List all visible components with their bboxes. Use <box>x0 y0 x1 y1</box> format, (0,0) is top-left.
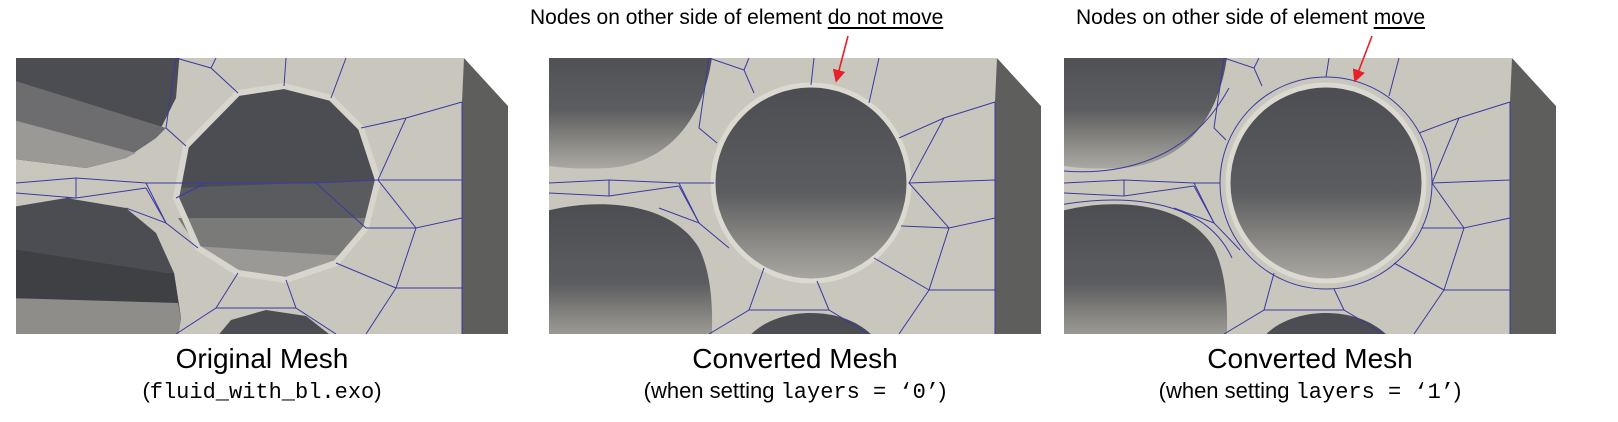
converted-mesh-layers0-render <box>549 58 1041 334</box>
annotation-nodes-do-not-move: Nodes on other side of element do not mo… <box>530 6 943 30</box>
hole-center <box>710 82 912 284</box>
caption-code: layers = ‘0’ <box>780 380 940 405</box>
original-mesh-panel <box>16 58 508 334</box>
converted-mesh-layers1-render <box>1064 58 1556 334</box>
annotation-emphasis: do not move <box>827 6 944 29</box>
annotation-emphasis: move <box>1373 6 1426 29</box>
converted-mesh-layers0-panel <box>549 58 1041 334</box>
hole-bottom-left <box>1064 204 1228 334</box>
annotation-nodes-move: Nodes on other side of element move <box>1076 6 1425 30</box>
caption-original-mesh: Original Mesh (fluid_with_bl.exo) <box>16 342 508 408</box>
hole-top-left <box>1064 58 1229 169</box>
caption-code: layers = ‘1’ <box>1295 380 1455 405</box>
converted-mesh-layers1-panel <box>1064 58 1556 334</box>
caption-code: fluid_with_bl.exo <box>149 380 375 405</box>
hole-bottom-center <box>1259 313 1394 334</box>
mesh-edges <box>16 58 463 334</box>
caption-title: Converted Mesh <box>1207 343 1413 374</box>
annotation-prefix: Nodes on other side of element <box>530 6 828 29</box>
side-face <box>462 58 508 334</box>
hole-top-left <box>549 58 714 169</box>
side-face <box>995 58 1041 334</box>
side-face <box>1510 58 1556 334</box>
caption-title: Converted Mesh <box>692 343 898 374</box>
annotation-prefix: Nodes on other side of element <box>1076 6 1374 29</box>
original-mesh-render <box>16 58 508 334</box>
hole-bottom-center <box>744 313 879 334</box>
hole-bottom-center <box>216 310 334 334</box>
mesh-edges <box>549 58 996 334</box>
caption-converted-mesh-layers1: Converted Mesh (when setting layers = ‘1… <box>1064 342 1556 408</box>
hole-top-left <box>16 58 181 168</box>
hole-bottom-left <box>16 198 181 334</box>
caption-converted-mesh-layers0: Converted Mesh (when setting layers = ‘0… <box>549 342 1041 408</box>
caption-subtitle: (when setting layers = ‘1’) <box>1158 378 1462 405</box>
caption-subtitle: (when setting layers = ‘0’) <box>643 378 947 405</box>
hole-bottom-left <box>549 204 713 334</box>
caption-title: Original Mesh <box>175 343 349 374</box>
mesh-edges <box>1064 58 1511 334</box>
caption-subtitle: (fluid_with_bl.exo) <box>142 378 382 405</box>
